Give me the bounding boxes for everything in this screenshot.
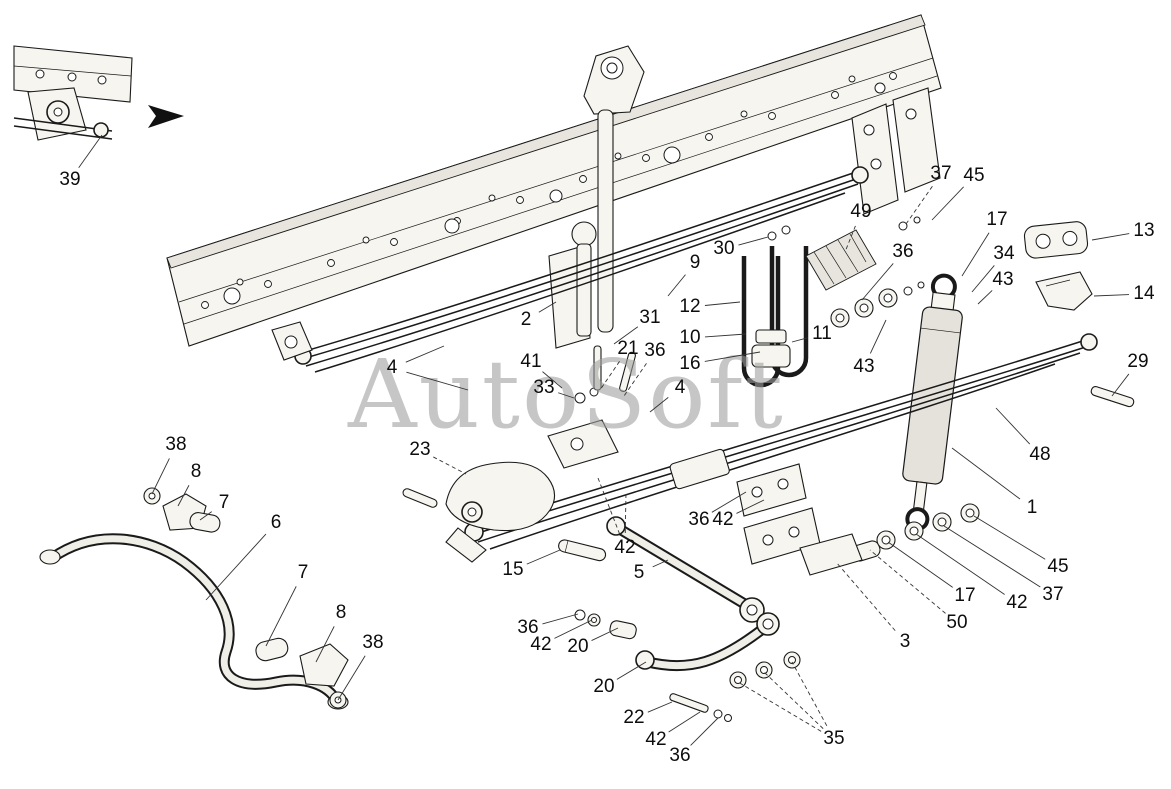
inset-detail [13,45,184,141]
torque-rod [606,516,765,623]
top-bracket [583,45,645,333]
spring-bushings [830,216,925,328]
spring-seat [547,345,636,469]
stabilizer-bar [39,487,349,710]
bracket-13 [1023,221,1089,259]
pin-29 [1090,385,1135,408]
upper-leaf-spring [271,166,869,373]
pin-15 [558,539,607,562]
ball-pin [548,221,597,349]
bushings-35 [729,651,801,689]
bushings-right [851,503,980,562]
u-bolts [741,225,809,388]
frame-rail [166,14,942,347]
rear-bracket-plates [851,87,941,215]
fasteners-left [574,609,637,640]
bolt-22 [669,693,732,722]
watermark: AutoSoft [348,340,785,450]
lower-lever [635,612,780,672]
inset-arrow-icon [148,105,184,128]
bracket-14 [1035,271,1093,311]
mounting-plates [736,463,863,576]
gusset-plate [805,229,877,291]
front-bracket [402,461,556,563]
